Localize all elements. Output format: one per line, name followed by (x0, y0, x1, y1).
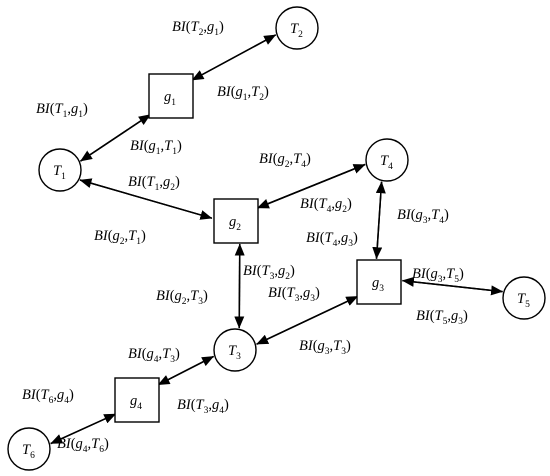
node-g3: g3 (356, 259, 402, 305)
node-g2-label: g2 (229, 214, 241, 233)
label-g2-T1: BI(g2,T1) (94, 228, 146, 247)
node-g2: g2 (213, 198, 259, 244)
node-T5: T5 (502, 276, 546, 320)
labels-layer: BI(g1,T2) BI(T2,g1) BI(T1,g1) BI(g1,T1) BI(T… (22, 19, 468, 455)
edges-layer (50, 34, 504, 445)
node-T2: T2 (275, 6, 319, 50)
label-T6-g4: BI(T6,g4) (22, 387, 74, 406)
label-g4-T3: BI(g4,T3) (128, 346, 180, 365)
label-T1-g1: BI(T1,g1) (36, 101, 88, 120)
node-T1-label: T1 (53, 163, 66, 182)
label-g3-T4: BI(g3,T4) (397, 207, 449, 226)
arrow-g3-to-T3 (256, 295, 359, 345)
label-T3-g2: BI(T3,g2) (243, 263, 295, 282)
label-g3-T5: BI(g3,T5) (412, 266, 464, 285)
node-T6-label: T6 (22, 442, 35, 461)
node-T3-circle (213, 328, 257, 372)
label-T4-g2: BI(T4,g2) (300, 196, 352, 215)
label-g4-T6: BI(g4,T6) (57, 436, 109, 455)
node-g3-square (356, 259, 402, 305)
arrow-g2-to-T1 (79, 178, 213, 219)
node-T2-circle (275, 6, 319, 50)
arrow-T2-to-g1 (191, 34, 277, 81)
label-T1-g2: BI(T1,g2) (128, 174, 180, 193)
label-T2-g1: BI(T2,g1) (172, 19, 224, 38)
node-T5-label: T5 (517, 291, 530, 310)
node-T5-circle (502, 276, 546, 320)
node-T4-circle (365, 138, 409, 182)
node-T6: T6 (7, 427, 51, 471)
node-T4-label: T4 (380, 153, 393, 172)
label-T3-g4: BI(T3,g4) (177, 397, 229, 416)
node-T3: T3 (213, 328, 257, 372)
label-T3-g3: BI(T3,g3) (268, 285, 320, 304)
arrow-T5-to-g3 (401, 276, 503, 293)
node-g3-label: g3 (372, 275, 384, 294)
label-T5-g3: BI(T5,g3) (416, 308, 468, 327)
node-g1-square (148, 73, 194, 119)
arrow-g2-to-T3 (234, 243, 245, 329)
label-g3-T3: BI(g3,T3) (299, 338, 351, 357)
label-g2-T3: BI(g2,T3) (156, 288, 208, 307)
node-T2-label: T2 (290, 21, 303, 40)
node-g4-square (114, 377, 160, 423)
arrow-g1-to-T1 (80, 113, 151, 162)
arrow-T4-to-g2 (256, 163, 366, 209)
label-g2-T4: BI(g2,T4) (259, 151, 311, 170)
label-g1-T1: BI(g1,T1) (130, 138, 182, 157)
label-g1-T2: BI(g1,T2) (217, 84, 269, 103)
node-g2-square (213, 198, 259, 244)
arrow-T4-to-g3 (372, 181, 383, 260)
node-T1-circle (38, 148, 82, 192)
node-T6-circle (7, 427, 51, 471)
arrow-g4-to-T6 (50, 413, 117, 445)
node-T4: T4 (365, 138, 409, 182)
label-T4-g3: BI(T4,g3) (306, 230, 358, 249)
arrow-T3-to-g4 (157, 355, 214, 386)
node-g1: g1 (148, 73, 194, 119)
node-T1: T1 (38, 148, 82, 192)
node-g4-label: g4 (130, 393, 142, 412)
node-g1-label: g1 (164, 89, 176, 108)
node-g4: g4 (114, 377, 160, 423)
node-T3-label: T3 (228, 343, 241, 362)
